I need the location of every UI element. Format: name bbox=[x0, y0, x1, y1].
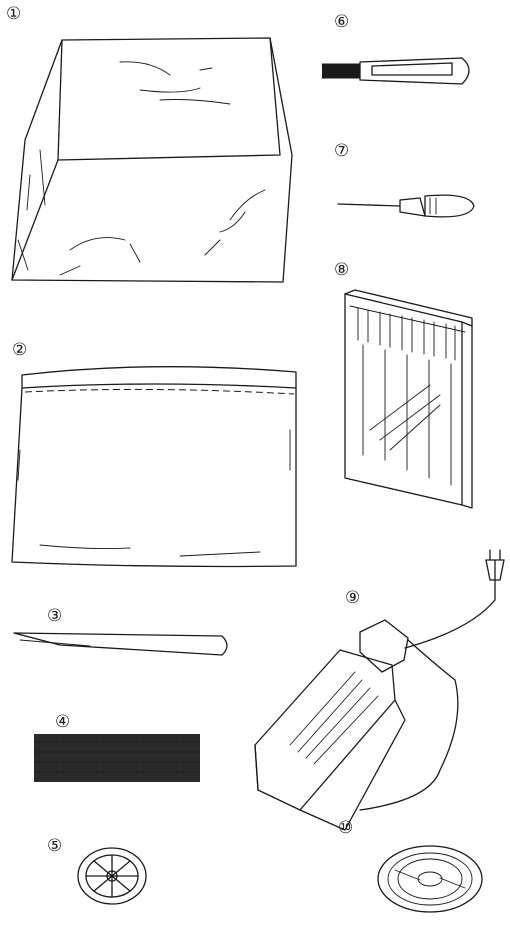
cd-rom-illustration bbox=[378, 846, 482, 912]
felt-pad-illustration bbox=[34, 734, 200, 782]
tweezers-illustration bbox=[14, 633, 227, 655]
accessory-bag-illustration bbox=[12, 367, 296, 567]
spool-cap-illustration bbox=[78, 848, 146, 904]
dust-cover-illustration bbox=[12, 38, 292, 282]
screwdriver-illustration bbox=[338, 195, 474, 217]
cleaning-brush-illustration bbox=[322, 58, 469, 84]
foot-controller-illustration bbox=[255, 550, 504, 830]
needle-set-illustration bbox=[345, 290, 472, 508]
